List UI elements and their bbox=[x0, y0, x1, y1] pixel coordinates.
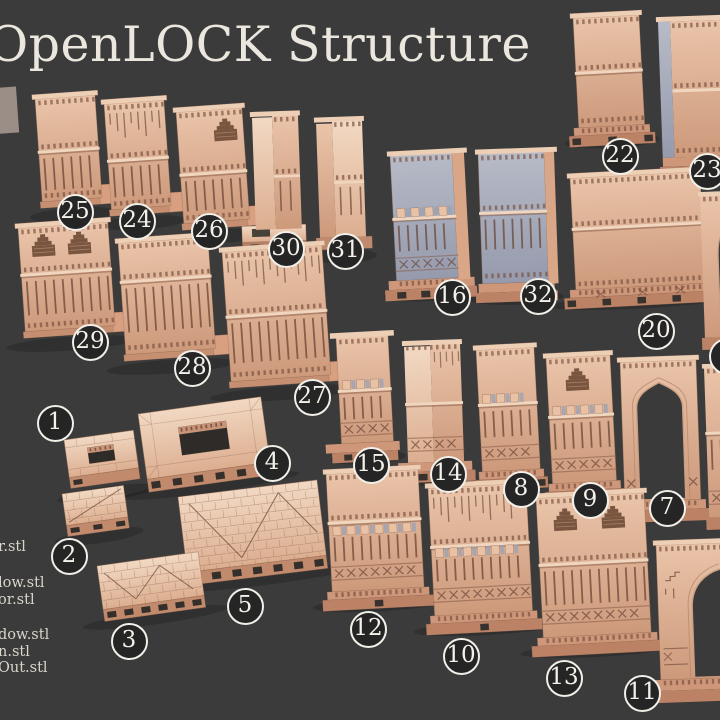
badge-12: 12 bbox=[349, 610, 387, 648]
piece-16 bbox=[383, 147, 478, 302]
file-name-fragment: low.stl bbox=[0, 575, 45, 591]
file-name-fragment: n.stl bbox=[0, 644, 30, 660]
piece-edge-right-wall bbox=[701, 363, 720, 531]
piece-12 bbox=[312, 464, 446, 613]
badge-7: 7 bbox=[648, 489, 686, 527]
badge-3: 3 bbox=[110, 622, 148, 660]
piece-28 bbox=[107, 231, 237, 375]
badge-16: 16 bbox=[433, 278, 471, 316]
badge-10: 10 bbox=[442, 637, 480, 675]
badge-25: 25 bbox=[56, 193, 94, 231]
file-name-fragment: r.stl bbox=[0, 539, 26, 555]
badge-14: 14 bbox=[429, 455, 467, 493]
badge-26: 26 bbox=[190, 212, 228, 250]
badge-1: 1 bbox=[36, 404, 74, 442]
badge-20: 20 bbox=[637, 312, 675, 350]
badge-28: 28 bbox=[173, 349, 211, 387]
piece-8 bbox=[470, 342, 554, 493]
badge-5: 5 bbox=[226, 587, 264, 625]
piece-20 bbox=[548, 166, 720, 310]
badge-29: 29 bbox=[71, 323, 109, 361]
piece-5 bbox=[158, 479, 359, 593]
piece-15 bbox=[325, 329, 406, 465]
file-name-fragment: or.stl bbox=[0, 592, 35, 608]
badge-32: 32 bbox=[519, 277, 557, 315]
file-name-fragment: dow.stl bbox=[0, 627, 50, 643]
piece-13 bbox=[520, 487, 676, 659]
badge-9: 9 bbox=[571, 481, 609, 519]
badge-24: 24 bbox=[118, 202, 156, 240]
piece-3 bbox=[82, 551, 229, 630]
badge-30: 30 bbox=[267, 230, 305, 268]
badge-11: 11 bbox=[623, 674, 661, 712]
badge-23: 23 bbox=[688, 152, 720, 190]
file-name-fragment: Out.stl bbox=[0, 660, 48, 676]
badge-2: 2 bbox=[50, 537, 88, 575]
piece-edge-left-fragment bbox=[0, 86, 20, 134]
piece-29 bbox=[6, 216, 136, 352]
badge-8: 8 bbox=[502, 470, 540, 508]
piece-22 bbox=[565, 9, 660, 149]
piece-11 bbox=[645, 537, 720, 704]
badge-27: 27 bbox=[293, 378, 331, 416]
badge-4: 4 bbox=[253, 444, 291, 482]
piece-4 bbox=[122, 396, 300, 500]
badge-31: 31 bbox=[326, 232, 364, 270]
badge-22: 22 bbox=[601, 137, 639, 175]
page-title: OpenLOCK Structure bbox=[0, 16, 531, 73]
badge-15: 15 bbox=[352, 446, 390, 484]
piece-10 bbox=[413, 477, 555, 637]
badge-13: 13 bbox=[545, 659, 583, 697]
